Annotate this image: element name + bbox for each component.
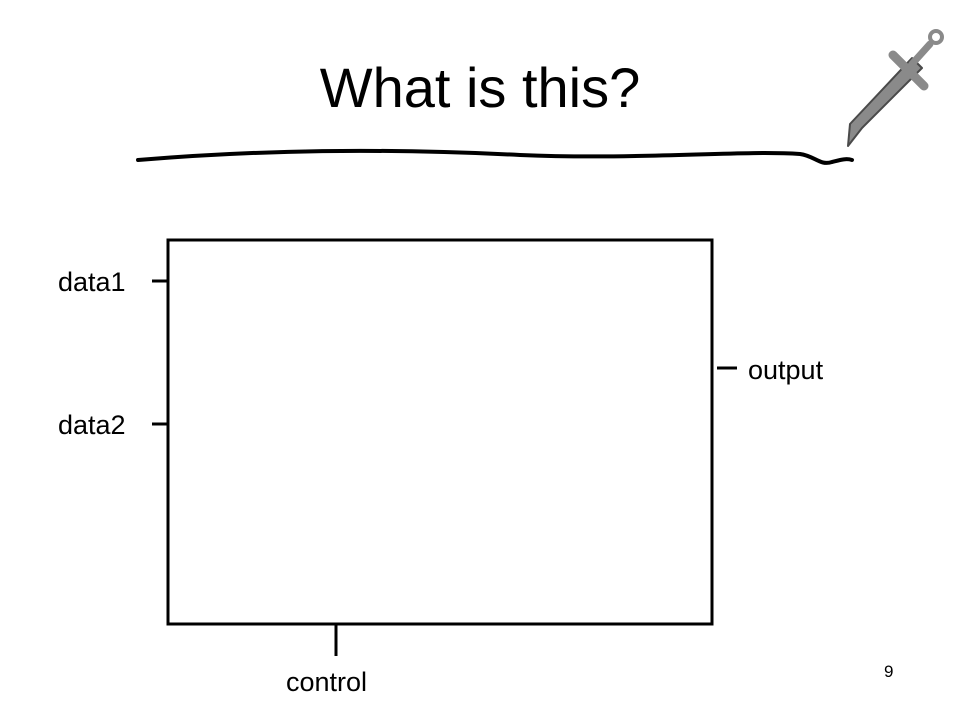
unknown-block [166, 238, 714, 626]
title-underline [136, 148, 854, 165]
data2-label: data2 [58, 410, 126, 440]
control-label: control [286, 667, 368, 697]
page-number: 9 [884, 662, 894, 681]
slide-title: What is this? [319, 56, 641, 119]
data1-label: data1 [58, 267, 126, 297]
output-label: output [748, 355, 824, 385]
